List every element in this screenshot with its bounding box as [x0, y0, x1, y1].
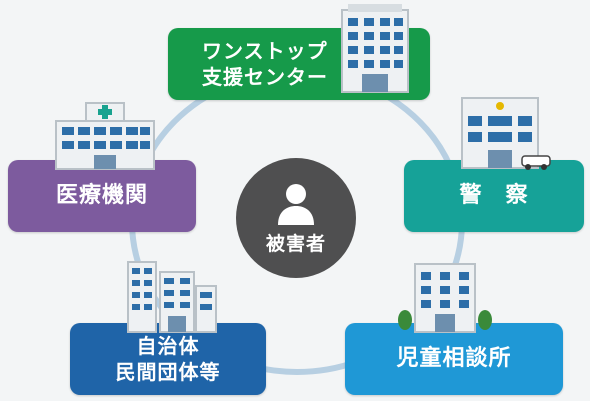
onestop-label-line2: 支援センター	[202, 65, 328, 89]
person-icon	[278, 183, 314, 225]
police-station-icon	[461, 97, 551, 170]
public-building-icon	[398, 263, 492, 333]
hospital-icon	[55, 102, 155, 170]
onestop-label-line1: ワンストップ	[202, 39, 328, 63]
node-police: 警 察	[404, 160, 584, 232]
medical-label: 医療機関	[55, 182, 148, 208]
city-buildings-icon	[127, 261, 217, 333]
victim-circle: 被害者	[236, 158, 356, 278]
office-building-icon	[341, 4, 409, 93]
node-local-government: 自治体 民間団体等	[70, 323, 266, 395]
node-medical-institution: 医療機関	[8, 160, 196, 232]
child-label: 児童相談所	[396, 345, 512, 371]
victim-label: 被害者	[265, 232, 326, 255]
police-label: 警 察	[459, 182, 529, 208]
local-label-line2: 民間団体等	[115, 360, 221, 384]
local-label-line1: 自治体	[136, 334, 200, 358]
node-child-guidance-center: 児童相談所	[345, 323, 563, 395]
